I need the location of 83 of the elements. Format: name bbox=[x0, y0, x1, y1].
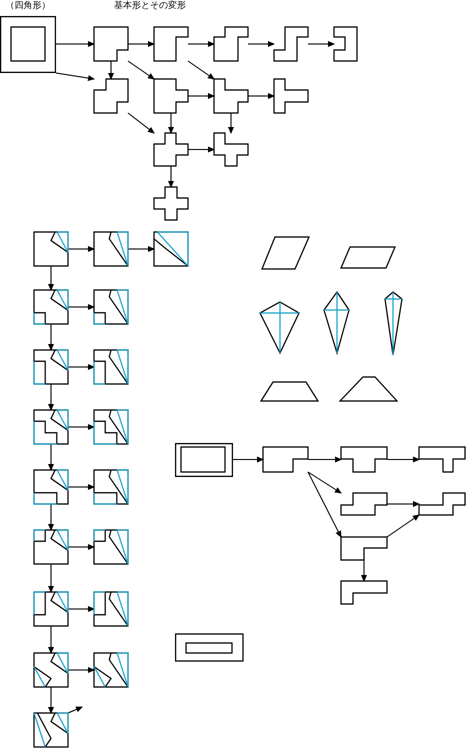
outline-shape bbox=[94, 79, 128, 113]
arrow bbox=[232, 456, 264, 462]
arrow bbox=[48, 686, 54, 714]
outline-shape bbox=[154, 79, 188, 113]
arrow bbox=[48, 564, 54, 593]
square-frame bbox=[175, 443, 233, 477]
arrow bbox=[168, 112, 174, 134]
folded-square-drawing bbox=[94, 653, 128, 687]
outline-shape bbox=[214, 79, 248, 113]
outline-shape bbox=[214, 27, 248, 61]
arrow bbox=[188, 146, 215, 152]
arrow bbox=[68, 246, 95, 252]
outline-shape bbox=[334, 27, 357, 61]
arrow bbox=[188, 60, 215, 80]
arrow bbox=[48, 504, 54, 531]
folded-square-drawing bbox=[34, 410, 68, 444]
arrow bbox=[248, 93, 275, 99]
arrow bbox=[308, 41, 335, 47]
outline-shape bbox=[154, 27, 188, 61]
arrow bbox=[361, 560, 367, 582]
arrow bbox=[308, 472, 342, 538]
arrow bbox=[48, 444, 54, 471]
arrow bbox=[68, 484, 95, 490]
arrow bbox=[48, 266, 54, 291]
folded-square-drawing bbox=[94, 592, 128, 626]
outline-shape bbox=[274, 79, 308, 113]
arrow bbox=[68, 364, 95, 370]
outline-shape bbox=[341, 581, 387, 604]
arrow bbox=[128, 112, 155, 134]
folded-square-drawing bbox=[94, 470, 128, 504]
arrow bbox=[68, 606, 95, 612]
outline-shape bbox=[154, 187, 188, 220]
folded-square-drawing bbox=[34, 592, 68, 626]
arrow bbox=[308, 472, 342, 494]
folded-square-drawing bbox=[34, 290, 68, 324]
outline-shape bbox=[154, 133, 188, 166]
arrow bbox=[128, 41, 155, 47]
arrow bbox=[56, 41, 95, 47]
folded-square-drawing bbox=[94, 290, 128, 324]
folded-square-drawing bbox=[34, 653, 68, 687]
arrow bbox=[56, 72, 95, 82]
arrow bbox=[68, 304, 95, 310]
arrow bbox=[68, 706, 83, 714]
arrow bbox=[386, 501, 420, 507]
folded-square-drawing bbox=[94, 410, 128, 444]
arrow bbox=[108, 60, 114, 80]
outline-shape bbox=[214, 133, 248, 166]
arrow bbox=[48, 324, 54, 351]
arrow bbox=[128, 60, 155, 80]
folded-square-drawing bbox=[94, 350, 128, 384]
arrow bbox=[168, 166, 174, 188]
arrow bbox=[48, 384, 54, 411]
arrow bbox=[68, 424, 95, 430]
folded-square-drawing bbox=[34, 232, 68, 266]
outline-shape bbox=[274, 27, 308, 61]
folded-square-drawing bbox=[34, 350, 68, 384]
folded-square-drawing bbox=[154, 232, 188, 266]
folded-square-drawing bbox=[94, 530, 128, 564]
arrow bbox=[188, 41, 215, 47]
folded-square-drawing bbox=[34, 713, 68, 747]
outline-shape bbox=[419, 447, 465, 472]
outline-shape bbox=[419, 493, 465, 515]
square-frame bbox=[0, 16, 56, 73]
heading-label: 基本形とその変形 bbox=[114, 1, 186, 12]
outline-shape bbox=[341, 447, 387, 472]
arrow bbox=[188, 93, 215, 99]
folded-square-drawing bbox=[34, 530, 68, 564]
arrow bbox=[68, 667, 95, 673]
arrow bbox=[228, 112, 234, 134]
outline-shape bbox=[341, 493, 387, 515]
outline-shape bbox=[94, 27, 128, 61]
folded-square-drawing bbox=[94, 232, 128, 266]
arrow bbox=[386, 456, 420, 462]
arrow bbox=[68, 544, 95, 550]
arrow bbox=[248, 41, 275, 47]
arrow bbox=[128, 246, 155, 252]
arrow bbox=[386, 514, 420, 538]
folded-square-drawing bbox=[34, 470, 68, 504]
outline-shape bbox=[341, 537, 387, 560]
arrow bbox=[308, 456, 342, 462]
outline-shape bbox=[263, 447, 308, 472]
heading-label: （四角形） bbox=[6, 1, 50, 12]
arrow bbox=[48, 626, 54, 654]
